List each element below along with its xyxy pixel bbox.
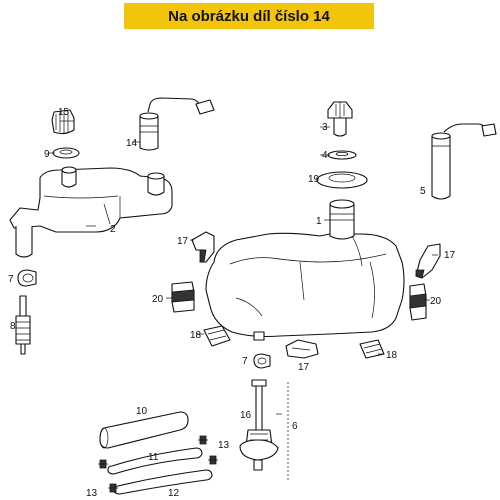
part-10-hose [99,411,189,449]
part-12-hose [113,469,213,495]
callout-13-right: 13 [218,440,230,451]
part-11-hose [107,447,203,475]
part-13-clips [98,435,218,493]
callout-17-bottom: 17 [298,362,310,373]
part-1-fuel-tank [205,199,405,341]
part-17-mount-left [191,231,215,263]
callout-2: 2 [110,224,116,235]
callout-12: 12 [168,488,180,499]
part-19-ring [316,171,368,189]
callout-19: 19 [308,174,320,185]
part-17-mount-bottom [285,339,319,359]
callout-6: 6 [292,421,298,432]
part-number-banner: Na obrázku díl číslo 14 [124,3,374,29]
callout-14: 14 [126,138,138,149]
callout-18-right: 18 [386,350,398,361]
callout-9: 9 [44,149,50,160]
callout-7-bottom: 7 [242,356,248,367]
callout-4: 4 [322,150,328,161]
part-7-clamp-bottom [253,353,271,369]
callout-18-left: 18 [190,330,202,341]
callout-17-right: 17 [444,250,456,261]
callout-8: 8 [10,321,16,332]
part-16-fuel-tap [239,379,279,471]
callout-5: 5 [420,186,426,197]
part-4-gasket [327,150,357,160]
callout-7-left: 7 [8,274,14,285]
callout-20-left: 20 [152,294,164,305]
part-7-clamp-left [17,269,37,287]
callout-11: 11 [148,452,159,463]
callout-10: 10 [136,406,148,417]
part-17-mount-right [415,243,441,279]
part-18-strip-right [359,339,385,359]
part-2-aux-tank [9,166,173,258]
part-3-fuel-cap [327,101,353,137]
callout-13-left: 13 [86,488,98,499]
part-14-sensor [139,97,215,151]
part-18-strip-left [203,325,231,347]
leader-lines [48,120,438,415]
part-15-cap [51,109,75,135]
callout-17-left: 17 [177,236,189,247]
callout-16: 16 [240,410,252,421]
callout-15: 15 [58,107,70,118]
part-9-washer [52,147,80,159]
part-20-pad-right [409,283,427,321]
part-5-pump [431,123,497,200]
part-20-pad-left [171,281,195,313]
callout-3: 3 [322,122,328,133]
banner-title: Na obrázku díl číslo 14 [168,7,330,25]
part-8-fitting [15,295,31,355]
callout-20-right: 20 [430,296,442,307]
callout-1: 1 [316,216,322,227]
